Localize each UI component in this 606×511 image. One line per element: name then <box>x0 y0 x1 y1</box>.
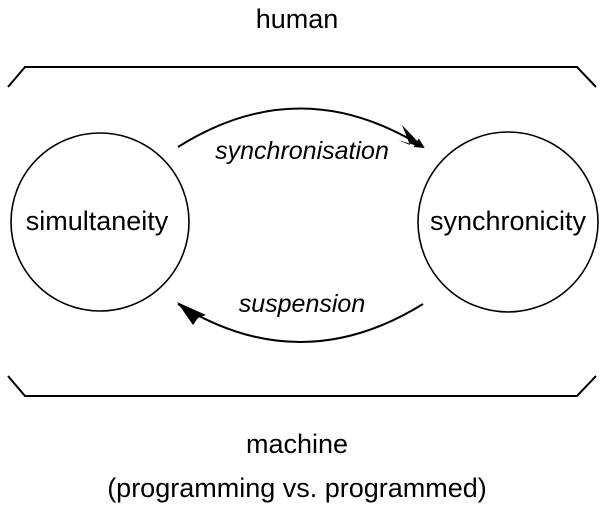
edge-label: suspension <box>239 290 365 318</box>
top-bracket <box>7 66 597 88</box>
top-label-human: human <box>256 4 339 34</box>
bottom-label-subtitle: (programming vs. programmed) <box>107 473 487 503</box>
node-synchronicity: synchronicity <box>417 131 599 313</box>
node-circle <box>10 132 190 312</box>
bottom-label-machine: machine <box>246 429 348 459</box>
edge-arrow <box>177 107 425 149</box>
arrowhead-icon <box>177 302 206 325</box>
edge-arrow <box>177 303 424 343</box>
node-simultaneity: simultaneity <box>10 132 190 312</box>
edge-label: synchronisation <box>215 137 389 165</box>
edge-synchronisation: synchronisation <box>177 107 425 165</box>
arrowhead-icon <box>398 125 424 148</box>
edge-suspension: suspension <box>177 290 424 343</box>
node-circle <box>417 131 599 313</box>
node-label: simultaneity <box>26 206 169 236</box>
bottom-bracket <box>7 375 597 397</box>
node-label: synchronicity <box>430 206 587 236</box>
